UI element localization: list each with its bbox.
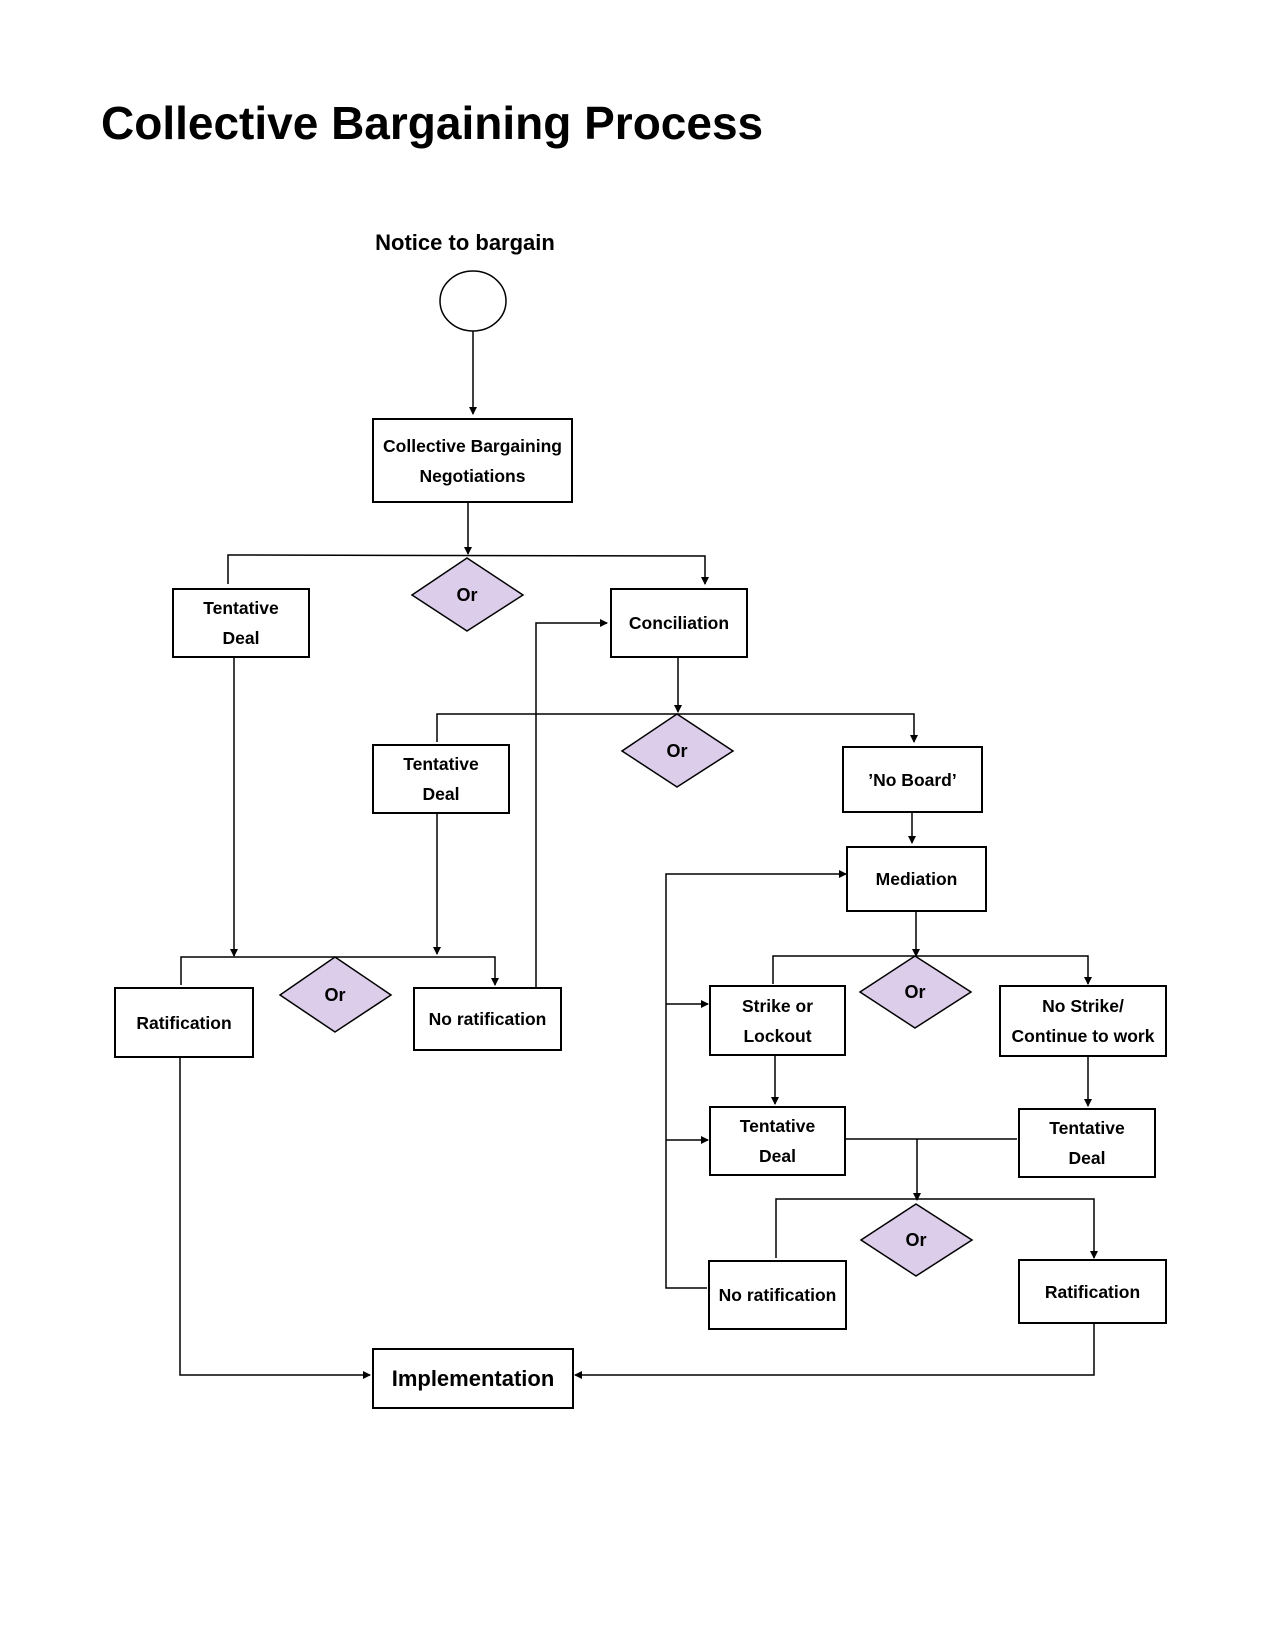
ratification-box: Ratification (1018, 1259, 1167, 1324)
connector-loop-back (665, 870, 847, 1289)
decision-diamond (858, 955, 973, 1029)
decision-diamond (620, 713, 735, 788)
start-node-circle (439, 270, 507, 332)
negotiations-box: Collective Bargaining Negotiations (372, 418, 573, 503)
connector-split-conciliation (436, 713, 918, 743)
connector-split-top (227, 554, 709, 585)
decision-label: Or (905, 1230, 927, 1250)
decision-label: Or (666, 741, 688, 761)
decision-label: Or (456, 585, 478, 605)
decision-diamond (278, 956, 393, 1033)
strike-or-lockout-box: Strike or Lockout (709, 985, 846, 1056)
no-strike-box: No Strike/ Continue to work (999, 985, 1167, 1057)
mediation-box: Mediation (846, 846, 987, 912)
connector-split-mediation (772, 955, 1092, 985)
no-ratification-box: No ratification (708, 1260, 847, 1330)
connector-split-ratification (180, 956, 499, 986)
decision-diamond (859, 1203, 974, 1277)
tentative-deal-box: Tentative Deal (172, 588, 310, 658)
connector-noratification-to-conciliation (535, 619, 608, 987)
start-label: Notice to bargain (375, 230, 555, 255)
implementation-box: Implementation (372, 1348, 574, 1409)
no-board-box: ’No Board’ (842, 746, 983, 813)
tentative-deal-box: Tentative Deal (372, 744, 510, 814)
connector-ratification1-implementation (179, 1056, 371, 1379)
decision-label: Or (324, 985, 346, 1005)
no-ratification-box: No ratification (413, 987, 562, 1051)
page-title: Collective Bargaining Process (101, 97, 764, 149)
tentative-deal-box: Tentative Deal (1018, 1108, 1156, 1178)
tentative-deal-box: Tentative Deal (709, 1106, 846, 1176)
ratification-box: Ratification (114, 987, 254, 1058)
connector-split-final (775, 1198, 1098, 1259)
conciliation-box: Conciliation (610, 588, 748, 658)
connector-ratification2-implementation (574, 1321, 1095, 1379)
decision-diamond (410, 557, 525, 632)
decision-label: Or (904, 982, 926, 1002)
